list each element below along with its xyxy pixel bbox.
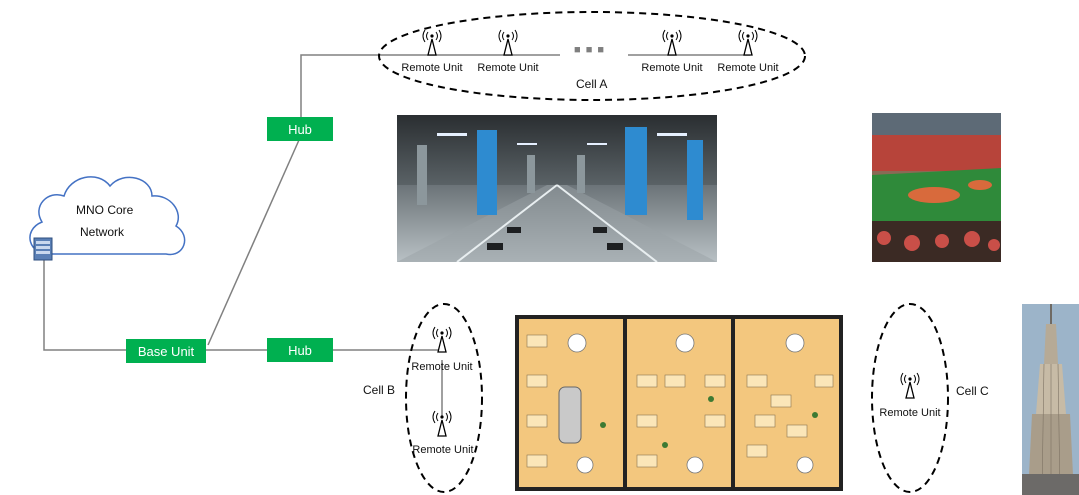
remote-unit-antenna-icon	[498, 29, 518, 56]
core-network-line1: MNO Core	[76, 203, 134, 217]
cell-c-boundary	[871, 303, 949, 493]
cell-a-boundary	[378, 11, 806, 101]
hub-top-to-cella-line	[300, 54, 560, 118]
hub-bottom-box: Hub	[267, 338, 333, 362]
hub-top-box: Hub	[267, 117, 333, 141]
remote-unit-label: Remote Unit	[717, 62, 779, 74]
office-floor-plan	[515, 315, 843, 491]
base-to-hub-top-line	[207, 139, 300, 346]
cell-a-label: Cell A	[576, 77, 608, 91]
remote-unit-label: Remote Unit	[401, 62, 463, 74]
remote-unit-label: Remote Unit	[879, 407, 941, 419]
cell-b-label: Cell B	[363, 383, 396, 397]
remote-unit-label: Remote Unit	[641, 62, 703, 74]
remote-unit-label: Remote Unit	[477, 62, 539, 74]
remote-unit-label: Remote Unit	[412, 444, 474, 456]
remote-unit-label: Remote Unit	[411, 361, 473, 373]
remote-unit-antenna-icon	[662, 29, 682, 56]
base-unit-box: Base Unit	[126, 339, 206, 363]
cell-c-label: Cell C	[956, 384, 989, 398]
stadium-photo	[872, 113, 1001, 262]
remote-unit-antenna-icon	[738, 29, 758, 56]
skyscraper-photo	[1022, 304, 1079, 495]
core-to-base-line	[43, 257, 128, 351]
core-network-line2: Network	[80, 225, 125, 239]
core-server-icon	[33, 237, 53, 261]
more-units-ellipsis: ■ ■ ■	[574, 44, 606, 56]
parking-garage-photo	[397, 115, 717, 262]
remote-unit-antenna-icon	[900, 372, 920, 399]
core-network-cloud-icon	[29, 176, 186, 256]
cell-b-boundary	[405, 303, 483, 493]
connection-lines	[43, 54, 750, 418]
remote-unit-antenna-icon	[432, 326, 452, 353]
remote-unit-antenna-icon	[422, 29, 442, 56]
